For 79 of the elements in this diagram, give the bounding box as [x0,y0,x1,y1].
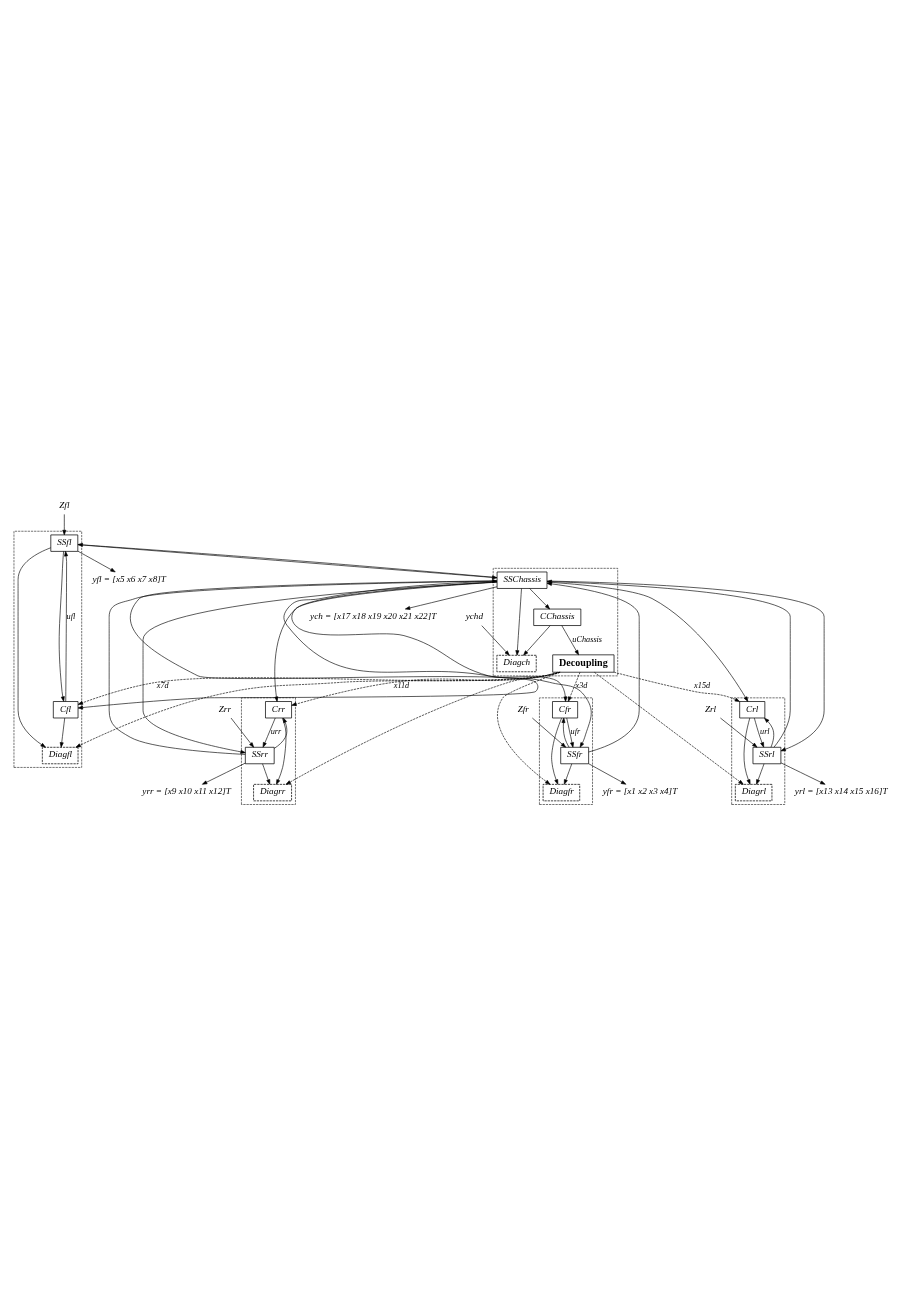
arrow [274,581,498,702]
arrow [77,671,561,705]
node-text: yfr = [x1 x2 x3 x4]T [602,786,678,797]
arrow [75,671,561,748]
arrow [273,717,288,749]
arrow [77,550,116,573]
arrow [764,717,775,748]
node-text: Zfl [59,499,70,510]
arrow [58,551,65,702]
node-box: Diagch [496,654,537,673]
arrow [594,671,744,785]
edge-label: ufl [66,611,76,621]
node-box: Diagfr [542,784,581,802]
node-box: Diagfl [41,746,79,765]
arrow [551,717,562,785]
arrow [561,717,570,748]
arrow [262,763,271,785]
node-text: yfl = [x5 x6 x7 x8]T [92,574,166,585]
edge-label: x7d [156,681,169,691]
node-text: Zfr [517,703,529,714]
arrow [230,717,254,748]
edge-label: url [760,727,770,737]
arrow [613,671,740,702]
arrow [283,580,592,748]
arrow [756,763,765,785]
node-text: Zrr [218,703,231,714]
node-box: Decoupling [552,654,615,673]
arrow [77,580,539,710]
arrow [497,671,561,785]
arrow [285,671,559,785]
arrow [780,762,826,785]
node-box: SSrl [752,746,782,765]
arrow [262,717,276,748]
arrow [59,717,66,748]
edge-label: x3d [575,681,588,691]
node-box: Cfr [552,701,578,719]
arrow [202,762,246,785]
arrow [17,547,51,748]
node-box: Cfl [52,701,79,719]
node-text: yrr = [x9 x10 x11 x12]T [142,786,231,797]
node-text: ychd [465,611,483,622]
arrow [754,717,764,748]
node-box: Diagrr [253,784,292,802]
node-text: Zrl [704,703,717,714]
node-box: Diagrl [734,784,773,802]
node-box: SSChassis [496,571,548,589]
node-text: ych = [x17 x18 x19 x20 x21 x22]T [310,611,437,622]
node-box: Crr [265,701,292,719]
arrow [566,717,574,748]
arrow [515,588,522,656]
edge-label: urr [270,727,282,737]
arrow [532,717,566,748]
arrow [720,717,758,748]
node-box: SSfl [50,534,79,552]
node-box: SSfr [560,746,589,765]
arrow [64,551,68,702]
arrow [291,581,568,702]
edge-label: ufr [570,727,581,737]
arrow [563,763,573,785]
arrow [405,586,498,610]
arrow [561,625,579,656]
arrow [291,671,561,706]
arrow [523,625,551,656]
arrow [588,763,627,785]
node-box: SSrr [244,746,275,765]
node-text: yrl = [x13 x14 x15 x16]T [794,786,888,797]
arrow [567,671,581,702]
node-box: CChassis [533,608,582,626]
arrow [276,717,287,785]
edge-label: x15d [694,681,711,691]
edge-label: x11d [393,681,410,691]
arrow [546,581,749,702]
node-box: Crl [739,701,766,719]
edge-label: uChassis [572,634,603,644]
arrow [481,625,510,656]
arrow [546,581,640,753]
arrow [529,588,550,610]
arrow [743,717,751,785]
arrow [62,514,67,536]
